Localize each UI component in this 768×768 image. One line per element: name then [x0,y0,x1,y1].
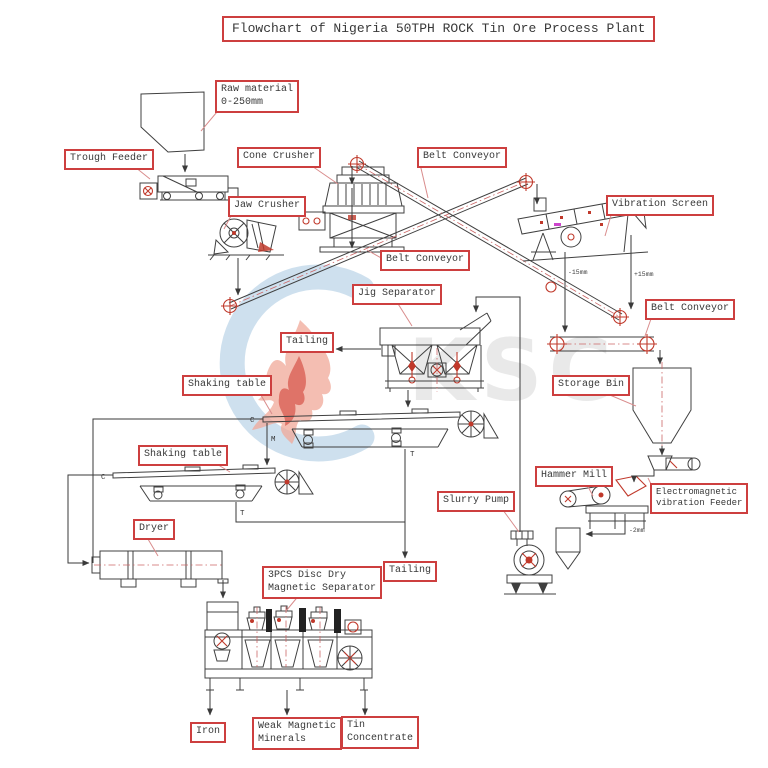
label-tin-concentrate: Tin Concentrate [341,716,420,749]
em-vibration-feeder-drawing [647,455,701,471]
jig-separator-drawing [379,312,492,392]
label-shaking-table-1: Shaking table [182,375,273,396]
belt-conveyor-right-drawing [547,334,657,354]
label-raw-material: Raw material 0-250mm [215,80,300,113]
label-tailing-mid: Tailing [383,561,438,582]
label-hammer-mill: Hammer Mill [535,466,614,487]
screen-oversize-note: +15mm [634,271,654,278]
belt-conveyor-a-drawing [221,173,535,315]
screen-undersize-note: -15mm [568,269,588,276]
mill-output-note: -2mm [629,527,645,534]
label-slurry-pump: Slurry Pump [437,491,516,512]
page-title: Flowchart of Nigeria 50TPH ROCK Tin Ore … [222,16,656,43]
label-iron: Iron [190,722,227,743]
hammer-mill-drawing [559,475,649,529]
label-shaking-table-2: Shaking table [138,445,229,466]
label-weak-magnetic: Weak Magnetic Minerals [252,717,343,750]
label-belt-conveyor-right: Belt Conveyor [645,299,736,320]
raw-material-hopper-drawing [140,91,205,153]
shaking-table-1-drawing [262,408,499,449]
cone-crusher-drawing [298,166,405,253]
storage-bin-drawing [632,362,692,452]
size-annotations: -15mm +15mm -2mm C M T C T [101,269,654,534]
pump-feed-hopper-drawing [555,527,581,570]
dryer-drawing [91,550,229,588]
magnetic-separator-drawing [204,601,373,691]
table1-concentrate-letter: C [250,417,255,425]
label-jaw-crusher: Jaw Crusher [228,196,307,217]
label-magnetic-separator: 3PCS Disc Dry Magnetic Separator [262,566,383,599]
label-belt-conveyor-top: Belt Conveyor [417,147,508,168]
table2-concentrate-letter: C [101,474,106,482]
table2-tailing-letter: T [240,510,245,518]
slurry-pump-drawing [504,530,556,595]
flow-arrows [67,154,665,716]
watermark-letters: KSC [408,321,618,421]
label-tailing-jig: Tailing [280,332,335,353]
label-dryer: Dryer [133,519,176,540]
table1-tailing-letter: T [410,451,415,459]
label-jig-separator: Jig Separator [352,284,443,305]
jaw-crusher-drawing [208,218,284,261]
belt-conveyor-b-drawing [348,155,629,326]
label-trough-feeder: Trough Feeder [64,149,155,170]
label-vibration-screen: Vibration Screen [606,195,715,216]
trough-feeder-drawing [139,175,229,201]
shaking-table-2-drawing [112,464,314,502]
label-storage-bin: Storage Bin [552,375,631,396]
label-cone-crusher: Cone Crusher [237,147,322,168]
label-em-feeder: Electromagnetic vibration Feeder [650,483,749,514]
label-belt-conveyor-mid: Belt Conveyor [380,250,471,271]
table1-middling-letter: M [271,436,276,444]
